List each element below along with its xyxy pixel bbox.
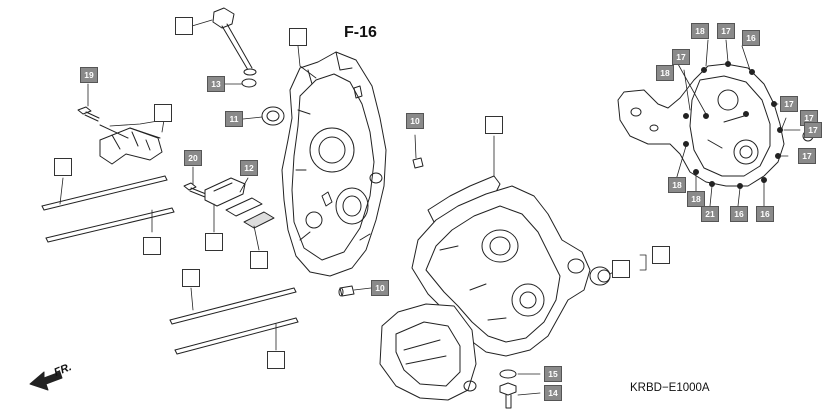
tag-12: 12	[240, 160, 258, 176]
tag-17-e: 17	[804, 122, 822, 138]
callout-dipstick	[175, 17, 193, 35]
stud-bolts-middle	[169, 287, 299, 355]
tag-17-a: 17	[717, 23, 735, 39]
crankcase-left-part	[281, 51, 387, 277]
crankcase-right-part	[379, 185, 591, 401]
tag-17-b: 17	[672, 49, 690, 65]
tag-21: 21	[701, 206, 719, 222]
tag-14: 14	[544, 385, 562, 401]
stud-bolts-left	[41, 175, 175, 243]
dipstick-part	[212, 7, 257, 76]
tag-15: 15	[544, 366, 562, 382]
callout-stud-upper-mid	[182, 269, 200, 287]
dowel-pin-upper	[412, 157, 424, 169]
drain-bolt-part	[499, 369, 517, 409]
bolt-part	[77, 106, 100, 122]
bracket-part	[99, 124, 163, 165]
callout-case-right	[652, 246, 670, 264]
tag-18-b: 18	[656, 65, 674, 81]
tag-10-upper: 10	[406, 113, 424, 129]
tag-20: 20	[184, 150, 202, 166]
diagram-code: KRBD−E1000A	[630, 382, 710, 394]
oil-seal-right-part	[589, 266, 611, 286]
tag-16-c: 16	[756, 206, 774, 222]
callout-stud-lower-mid	[267, 351, 285, 369]
reference-label: F-16	[344, 24, 377, 41]
tag-16-b: 16	[730, 206, 748, 222]
callout-gasket	[485, 116, 503, 134]
callout-stud-lower-left	[143, 237, 161, 255]
oil-seal-part	[261, 106, 285, 126]
crankcase-inset-part	[617, 61, 814, 189]
tag-18-a: 18	[691, 23, 709, 39]
tag-19: 19	[80, 67, 98, 83]
tag-16-a: 16	[742, 30, 760, 46]
tag-13: 13	[207, 76, 225, 92]
callout-cover	[205, 233, 223, 251]
callout-case-left	[289, 28, 307, 46]
dowel-pin-lower	[338, 285, 355, 297]
callout-stud-upper-left	[54, 158, 72, 176]
tag-11: 11	[225, 111, 243, 127]
tag-18-d: 18	[687, 191, 705, 207]
tag-17-c: 17	[780, 96, 798, 112]
tag-18-c: 18	[668, 177, 686, 193]
callout-screen	[250, 251, 268, 269]
front-arrow	[29, 371, 63, 391]
bolt-part-20	[183, 182, 207, 198]
leader-lines	[59, 19, 801, 396]
callout-seal-right	[612, 260, 630, 278]
tag-17-f: 17	[798, 148, 816, 164]
callout-bracket	[154, 104, 172, 122]
tag-10-lower: 10	[371, 280, 389, 296]
cover-plate-part	[204, 177, 275, 229]
o-ring-part	[241, 78, 257, 88]
